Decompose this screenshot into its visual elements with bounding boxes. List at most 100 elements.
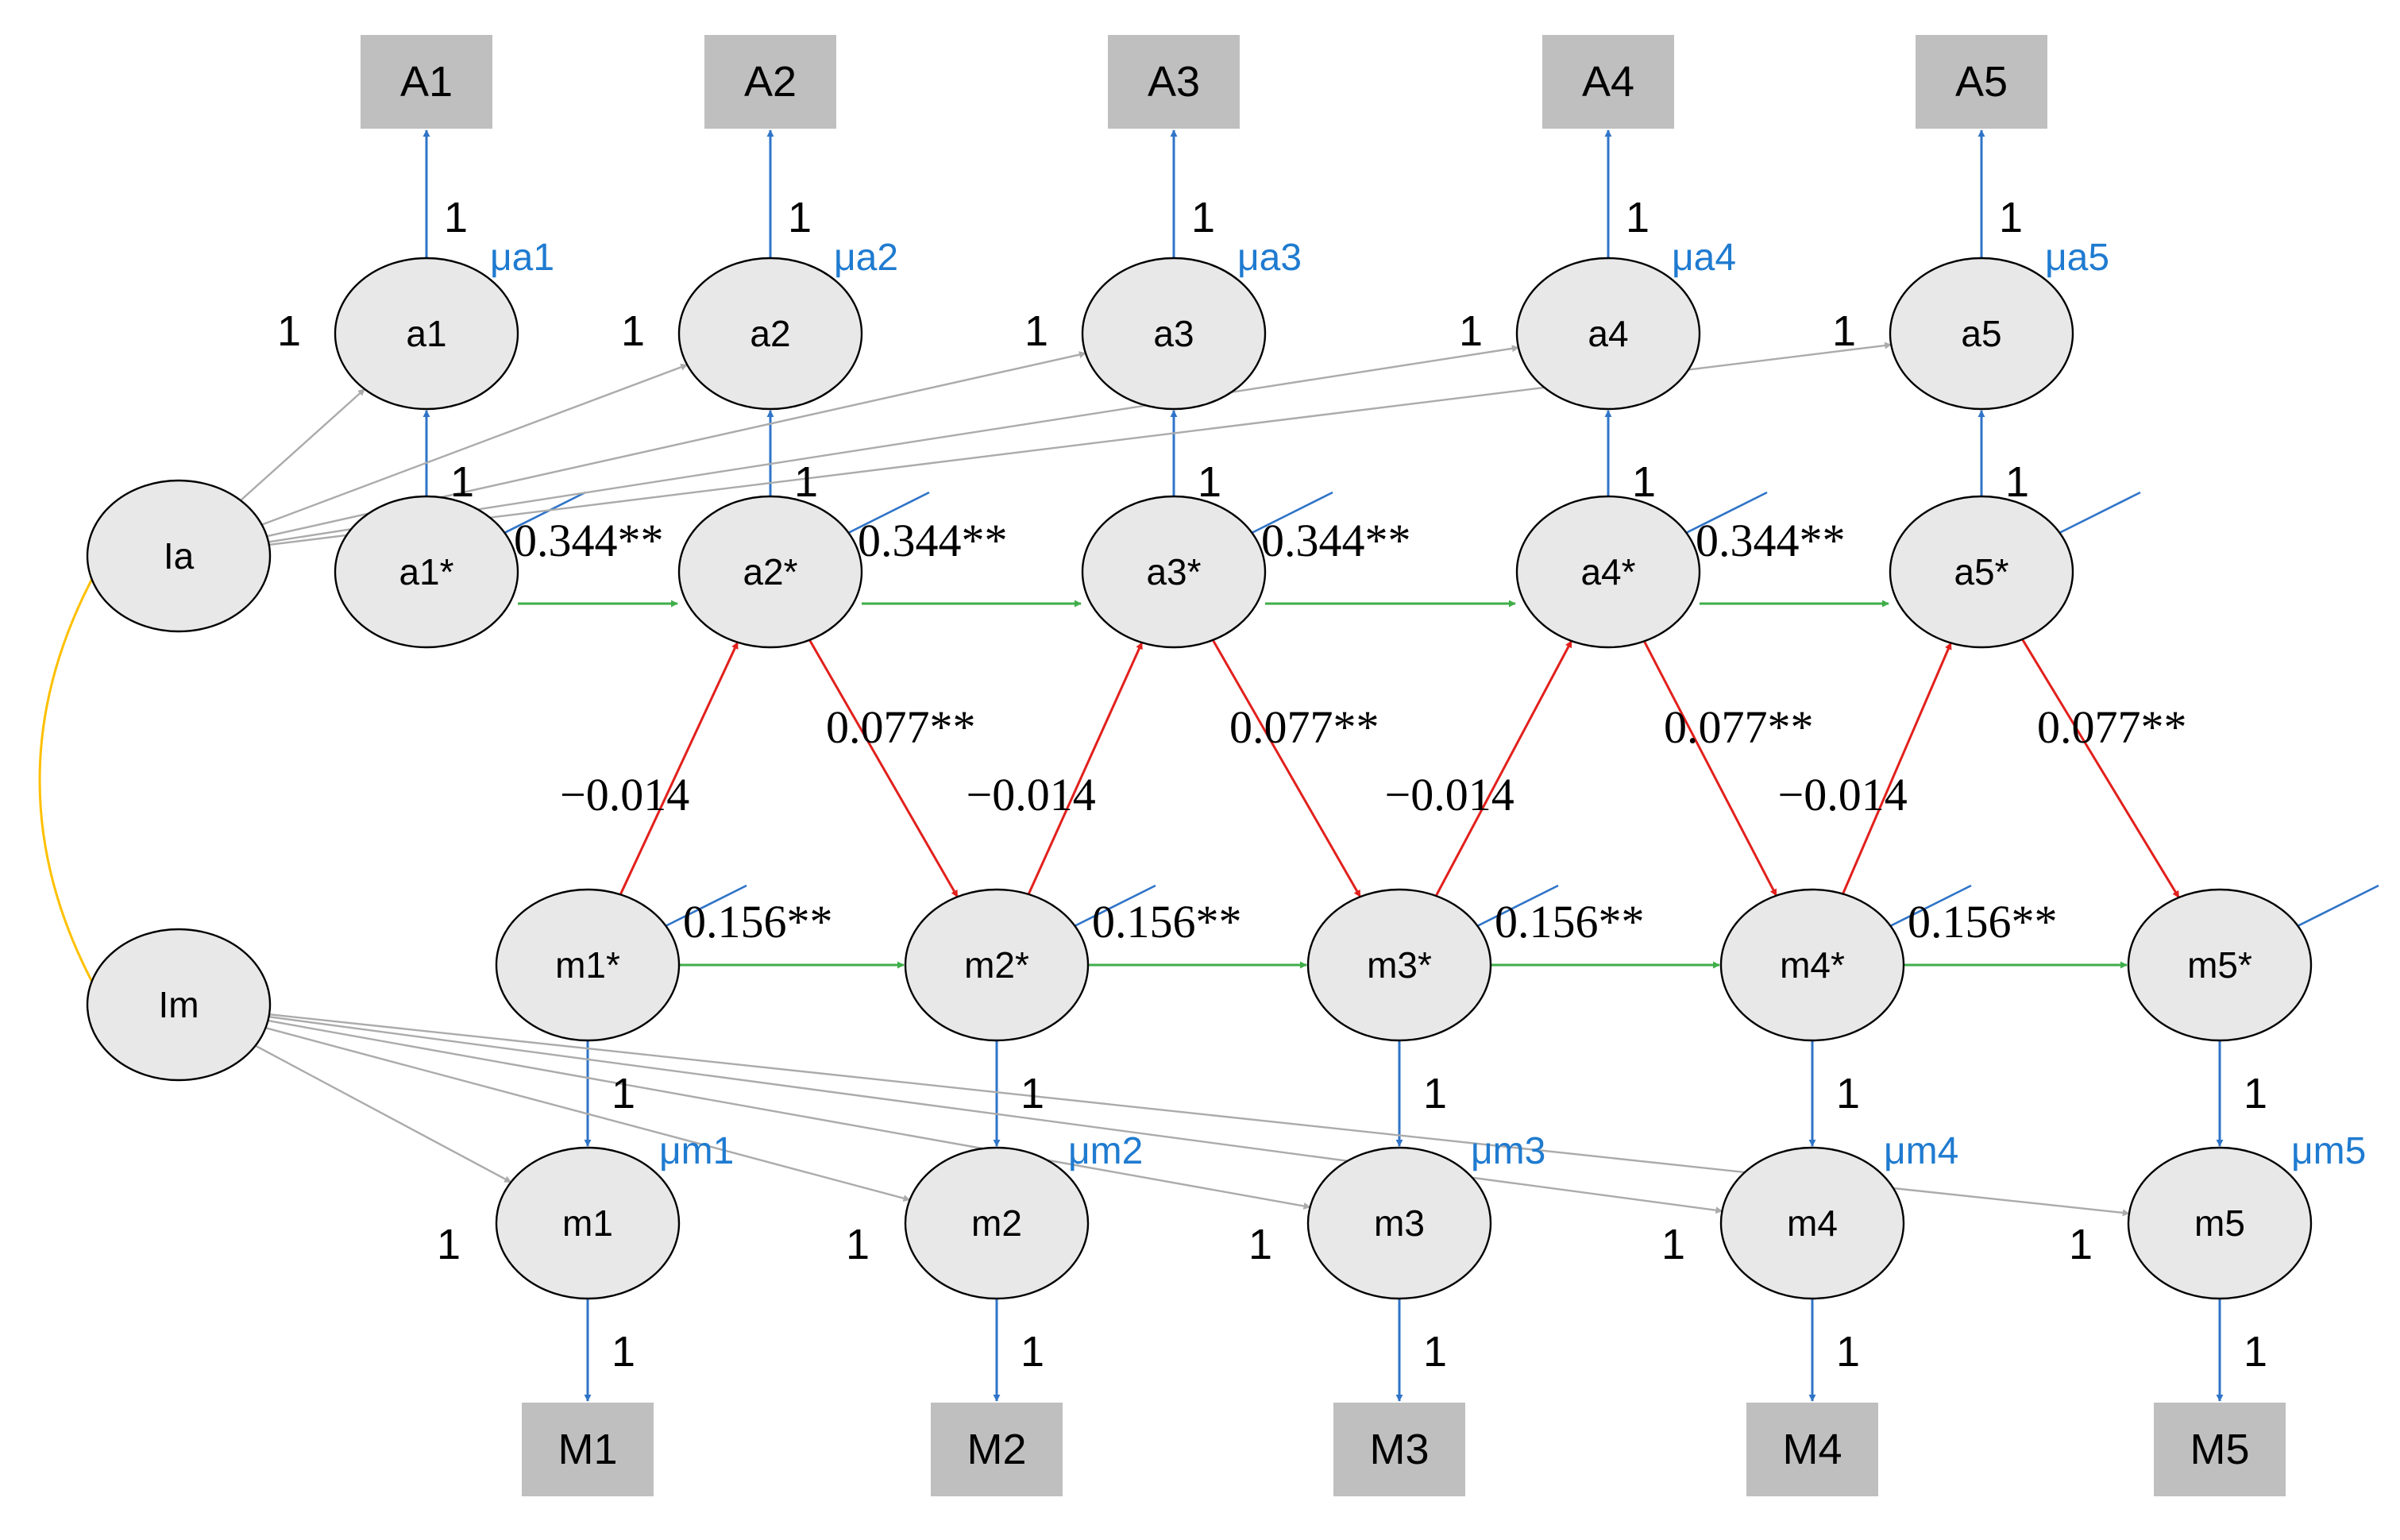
star-a-1-label: a1* — [399, 551, 453, 592]
intercept-loading-m1: 1 — [437, 1221, 461, 1268]
intercept-covariance — [38, 565, 101, 996]
observed-a-3: A3 — [1108, 35, 1240, 129]
observed-a-5-label: A5 — [1955, 58, 2008, 106]
latent-a-5-label: a5 — [1961, 313, 2001, 354]
loading-label-M1: 1 — [612, 1328, 635, 1376]
nodes-layer: A1a1a1*m1*m1M1A2a2a2*m2*m2M2A3a3a3*m3*m3… — [86, 35, 2313, 1496]
intercept-m-label: Im — [158, 984, 199, 1025]
latent-a-3-label: a3 — [1153, 313, 1194, 354]
observed-a-5: A5 — [1916, 35, 2047, 129]
loading-label-M5: 1 — [2244, 1328, 2267, 1376]
observed-a-5-shape — [1916, 35, 2047, 129]
loading-label-m1: 1 — [612, 1070, 635, 1117]
latent-m-1: m1 — [495, 1146, 681, 1300]
star-a-4-shape — [1515, 495, 1701, 649]
latent-m-2: m2 — [904, 1146, 1090, 1300]
disturbance-mstar5 — [2290, 884, 2379, 931]
intercept-a-shape — [86, 479, 272, 633]
star-a-2-shape — [677, 495, 863, 649]
latent-a-4: a4 — [1515, 257, 1701, 411]
star-m-4: m4* — [1719, 888, 1905, 1042]
observed-m-1-label: M1 — [558, 1426, 617, 1473]
loading-label-a2: 1 — [794, 458, 818, 506]
intercept-loading-a4: 1 — [1459, 307, 1483, 355]
intercept-a-to-a1 — [240, 388, 365, 501]
latent-a-2: a2 — [677, 257, 863, 411]
mu-m-5: μm5 — [2291, 1130, 2366, 1172]
latent-a-2-shape — [677, 257, 863, 411]
latent-m-4-shape — [1719, 1146, 1905, 1300]
coef-cross-m-to-a-2: −0.014 — [967, 769, 1096, 820]
star-m-4-shape — [1719, 888, 1905, 1042]
observed-m-3: M3 — [1333, 1403, 1465, 1496]
mu-m-1: μm1 — [659, 1130, 734, 1172]
intercept-m-to-m2 — [265, 1027, 911, 1202]
loading-label-m5: 1 — [2244, 1070, 2267, 1117]
star-m-3-shape — [1306, 888, 1492, 1042]
intercept-loading-m3: 1 — [1248, 1221, 1272, 1268]
cross-a4-to-m4 — [1642, 640, 1778, 897]
mu-a-5: μa5 — [2045, 237, 2109, 279]
observed-a-2: A2 — [704, 35, 836, 129]
loading-label-M3: 1 — [1423, 1328, 1447, 1376]
cross-m2-to-a3 — [1027, 642, 1144, 895]
coef-autoregressive-m-2: 0.156** — [1092, 896, 1242, 948]
coef-cross-a-to-m-2: 0.077** — [1229, 701, 1379, 753]
mu-a-3: μa3 — [1237, 237, 1302, 279]
coef-cross-a-to-m-4: 0.077** — [2037, 701, 2187, 753]
disturbance-mstar2 — [1067, 884, 1156, 931]
star-m-4-label: m4* — [1780, 944, 1845, 986]
cross-m4-to-a5 — [1842, 642, 1952, 895]
latent-m-1-label: m1 — [562, 1202, 613, 1244]
loading-label-M2: 1 — [1021, 1328, 1044, 1376]
observed-a-4-shape — [1542, 35, 1674, 129]
coef-autoregressive-a-4: 0.344** — [1696, 515, 1846, 566]
intercept-loading-m4: 1 — [1661, 1221, 1685, 1268]
latent-a-1-shape — [334, 257, 519, 411]
latent-a-2-label: a2 — [750, 313, 790, 354]
loading-label-A5: 1 — [1999, 194, 2023, 241]
star-a-5: a5* — [1889, 495, 2074, 649]
intercept-m-to-m4 — [268, 1015, 1723, 1214]
cross-a3-to-m3 — [1211, 639, 1362, 897]
loading-label-a4: 1 — [1632, 458, 1656, 506]
latent-m-3-shape — [1306, 1146, 1492, 1300]
loading-label-m3: 1 — [1423, 1070, 1447, 1117]
star-a-2-label: a2* — [743, 551, 797, 592]
observed-m-5-shape — [2154, 1403, 2286, 1496]
observed-m-1: M1 — [522, 1403, 654, 1496]
mu-m-4: μm4 — [1884, 1130, 1958, 1172]
star-m-5-shape — [2127, 888, 2313, 1042]
coef-cross-a-to-m-3: 0.077** — [1664, 701, 1814, 753]
mu-a-4: μa4 — [1672, 237, 1736, 279]
observed-m-1-shape — [522, 1403, 654, 1496]
observed-m-4: M4 — [1746, 1403, 1878, 1496]
observed-m-3-shape — [1333, 1403, 1465, 1496]
star-a-4-label: a4* — [1580, 551, 1635, 592]
star-m-1-label: m1* — [555, 944, 620, 986]
latent-a-3-shape — [1081, 257, 1267, 411]
disturbance-mstar1 — [658, 884, 747, 931]
observed-m-3-label: M3 — [1369, 1426, 1429, 1473]
latent-m-4-label: m4 — [1787, 1202, 1838, 1244]
loading-label-a1: 1 — [450, 458, 474, 506]
observed-m-5-label: M5 — [2190, 1426, 2249, 1473]
observed-m-5: M5 — [2154, 1403, 2286, 1496]
disturbance-mstar3 — [1470, 884, 1559, 931]
latent-m-3-label: m3 — [1374, 1202, 1425, 1244]
cross-a2-to-m2 — [808, 639, 959, 897]
coef-autoregressive-a-2: 0.344** — [858, 515, 1008, 566]
star-a-4: a4* — [1515, 495, 1701, 649]
star-m-2: m2* — [904, 888, 1090, 1042]
coef-autoregressive-m-4: 0.156** — [1908, 896, 2058, 948]
loading-label-A1: 1 — [444, 194, 468, 241]
latent-m-4: m4 — [1719, 1146, 1905, 1300]
observed-m-4-label: M4 — [1782, 1426, 1842, 1473]
loading-label-A4: 1 — [1626, 194, 1650, 241]
mu-a-2: μa2 — [834, 237, 898, 279]
coef-autoregressive-a-1: 0.344** — [514, 515, 664, 566]
disturbance-astar1 — [497, 491, 586, 538]
coef-cross-m-to-a-4: −0.014 — [1778, 769, 1908, 820]
disturbance-astar5 — [2052, 491, 2141, 538]
